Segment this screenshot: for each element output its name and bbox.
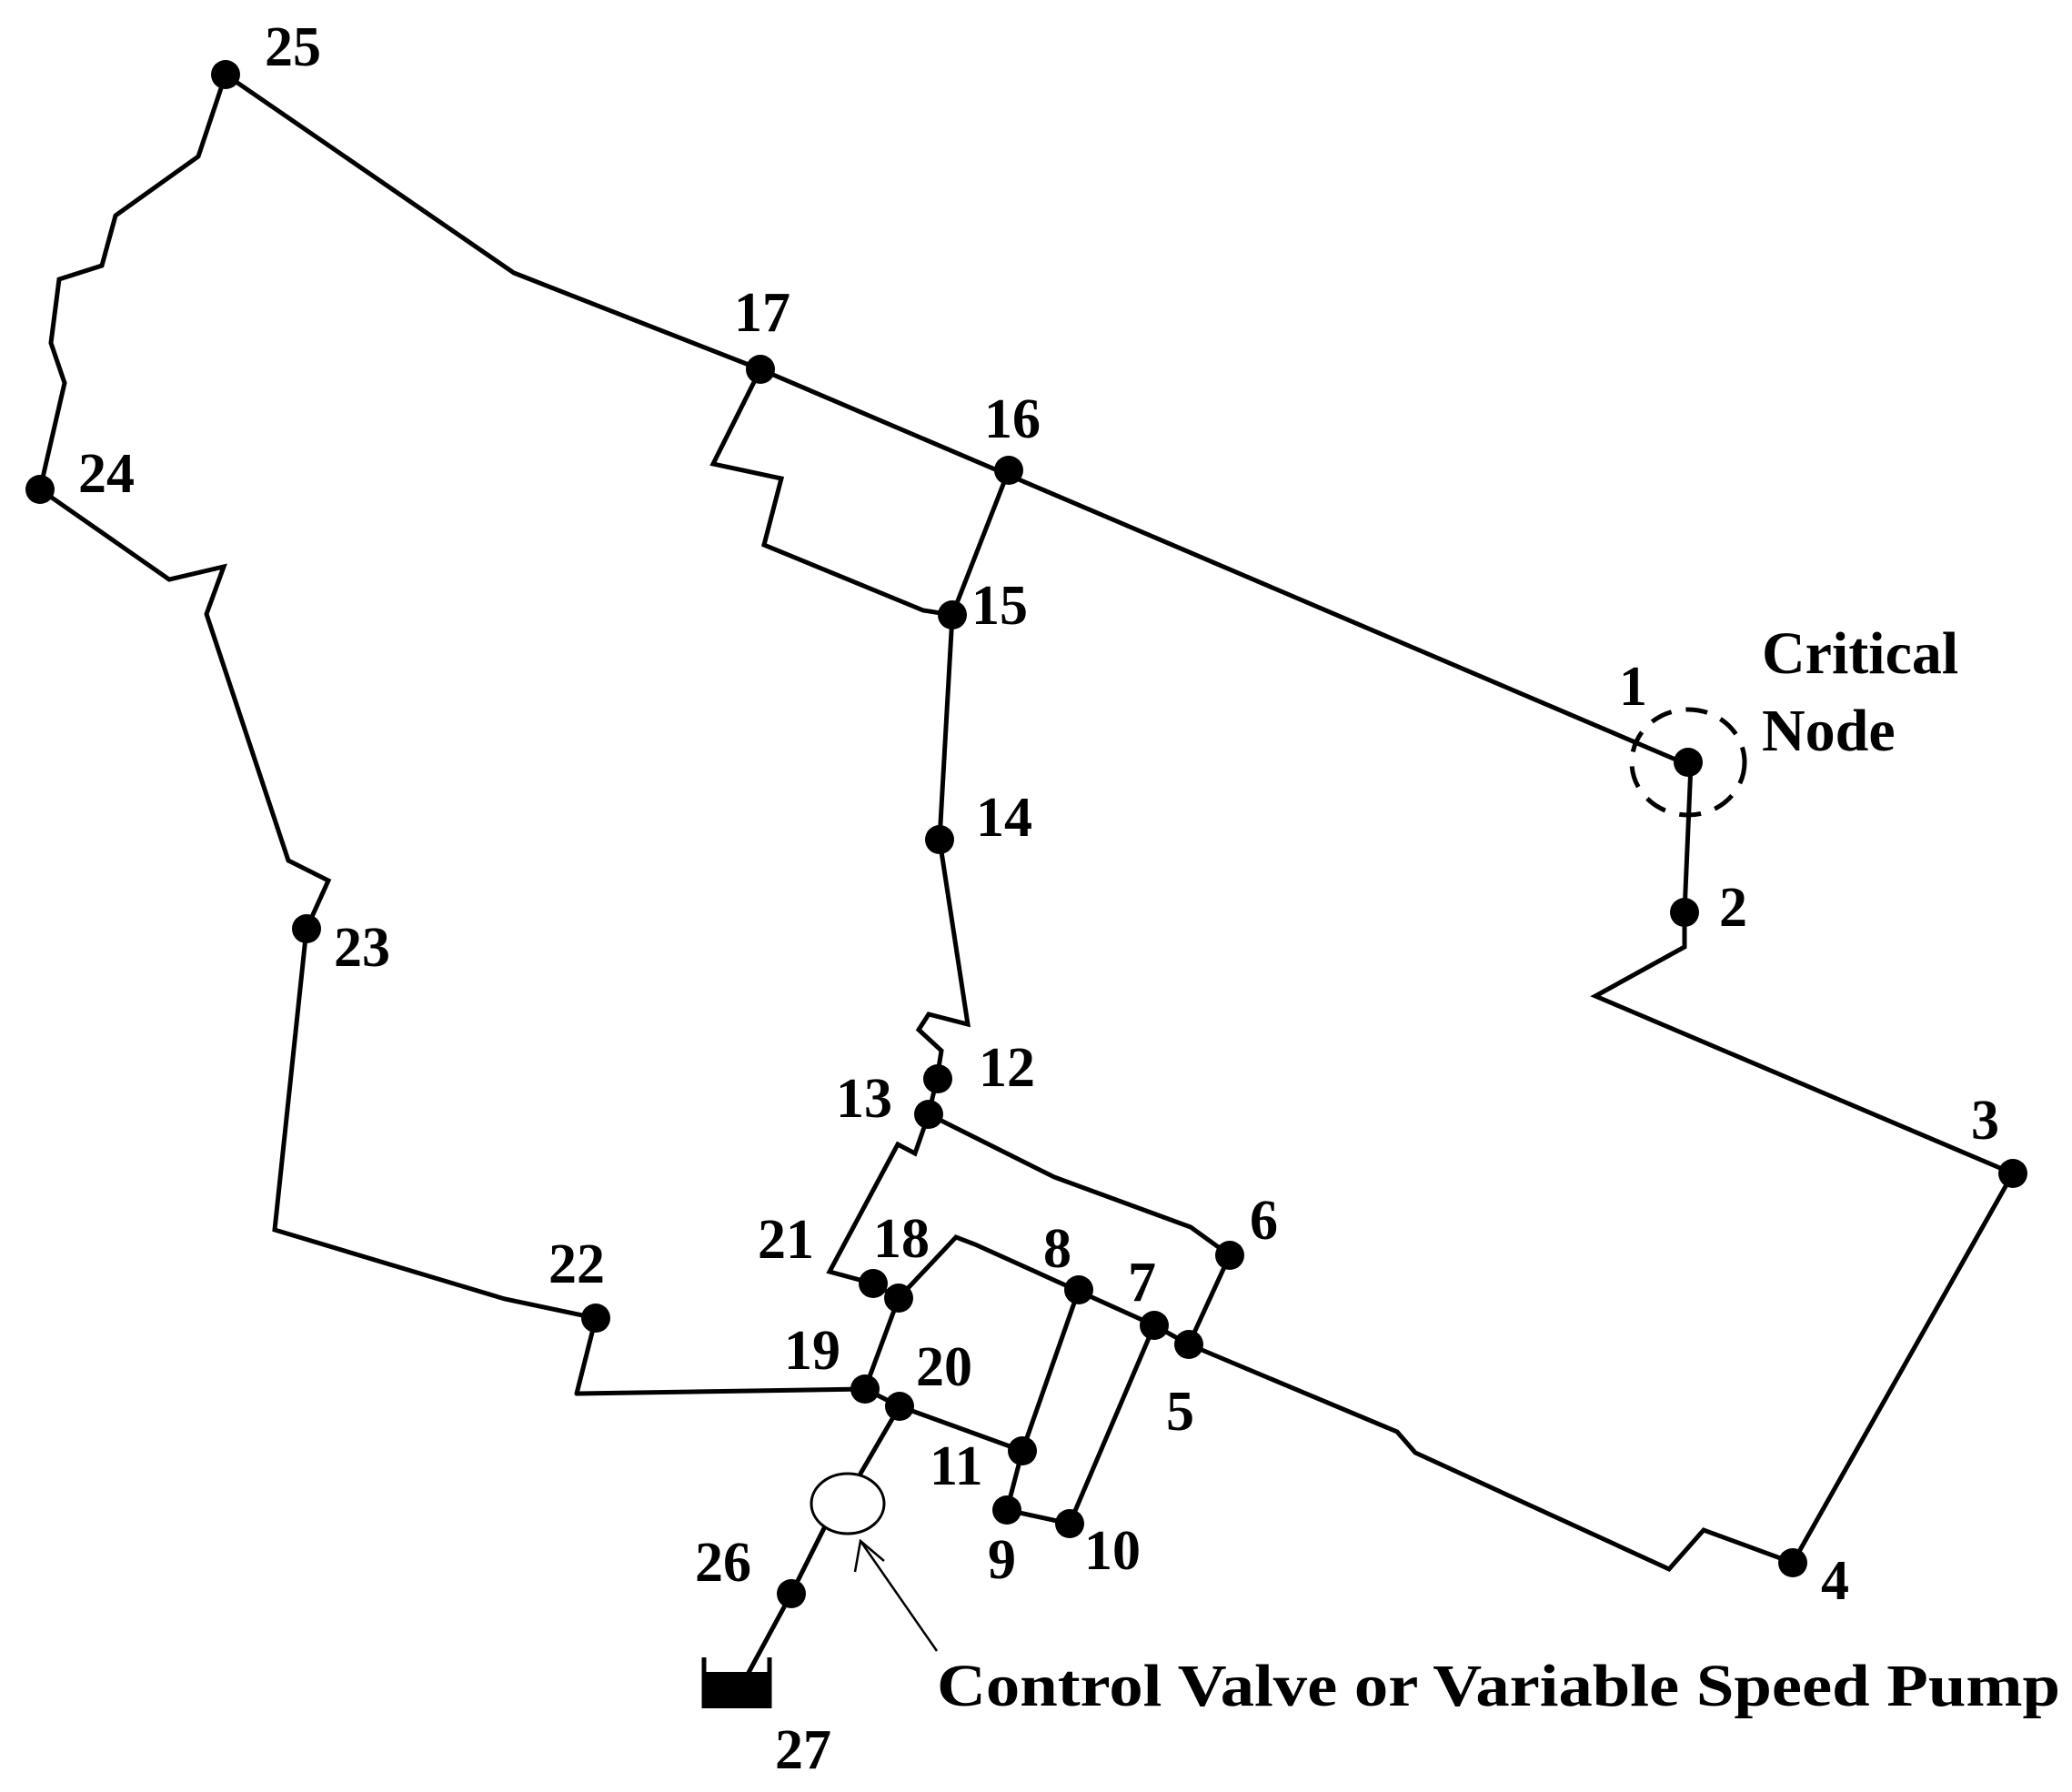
node-15-dot — [938, 600, 967, 629]
pipe-25-17 — [223, 72, 763, 372]
node-16-label: 16 — [984, 388, 1041, 450]
node-4-label: 4 — [1821, 1550, 1849, 1612]
node-13-label: 13 — [836, 1068, 892, 1130]
node-23-dot — [292, 914, 321, 943]
pipe-10-7 — [1067, 1323, 1157, 1526]
node-21-dot — [859, 1269, 888, 1298]
node-22-dot — [581, 1304, 610, 1333]
node-24-dot — [25, 475, 55, 504]
pipe-20-11 — [897, 1404, 1025, 1454]
node-5-label: 5 — [1166, 1381, 1194, 1443]
node-14-label: 14 — [976, 787, 1032, 849]
node-26-label: 26 — [695, 1532, 751, 1594]
node-2-label: 2 — [1719, 877, 1747, 939]
node-11-dot — [1008, 1436, 1037, 1465]
pipe-17-15 — [709, 367, 955, 618]
node-20-dot — [885, 1392, 914, 1421]
pipe-network — [37, 72, 2016, 1684]
node-8-label: 8 — [1043, 1218, 1071, 1280]
pipe-5-4 — [1186, 1342, 1795, 1573]
pipe-18-19 — [862, 1295, 901, 1392]
node-9-dot — [992, 1495, 1021, 1525]
pipe-8-11 — [1020, 1287, 1081, 1454]
node-16-dot — [994, 456, 1023, 485]
node-26-dot — [777, 1579, 806, 1608]
pipe-6-5 — [1186, 1253, 1232, 1347]
pipe-26-27 — [741, 1591, 794, 1684]
node-12-label: 12 — [979, 1037, 1035, 1099]
node-3-label: 3 — [1971, 1090, 1999, 1152]
control-valve-symbol — [810, 1472, 886, 1535]
pipe-16-15 — [950, 468, 1011, 618]
node-25-dot — [211, 60, 240, 89]
node-5-dot — [1174, 1330, 1203, 1359]
critical-node-circle — [1629, 707, 1747, 818]
pipe-13-21 — [826, 1112, 931, 1286]
node-19-label: 19 — [784, 1320, 840, 1382]
node-17-label: 17 — [734, 282, 790, 344]
node-9-label: 9 — [988, 1529, 1016, 1591]
node-12-dot — [923, 1064, 952, 1093]
pipe-17-1 — [758, 367, 1689, 767]
pipe-25-24 — [37, 72, 228, 492]
node-20-label: 20 — [916, 1336, 972, 1398]
pipe-13-6 — [926, 1112, 1232, 1258]
node-6-dot — [1215, 1241, 1244, 1270]
node-22-label: 22 — [548, 1233, 605, 1295]
node-14-dot — [925, 825, 954, 854]
node-4-dot — [1778, 1548, 1807, 1577]
pipe-24-23 — [37, 487, 332, 931]
node-24-label: 24 — [78, 443, 135, 505]
node-3-dot — [1998, 1159, 2027, 1188]
pipe-22-19 — [574, 1386, 868, 1396]
node-7-dot — [1140, 1311, 1169, 1340]
pipe-3-2 — [1590, 910, 2016, 1176]
reservoir-27-symbol — [702, 1672, 771, 1708]
node-1-label: 1 — [1619, 656, 1647, 718]
node-6-label: 6 — [1250, 1190, 1278, 1252]
node-19-dot — [850, 1374, 880, 1404]
control-valve-pointer-head — [853, 1538, 885, 1573]
pipe-4-3 — [1790, 1171, 2016, 1565]
junction-nodes — [25, 60, 2027, 1608]
node-15-label: 15 — [971, 575, 1028, 637]
node-2-dot — [1670, 898, 1699, 927]
node-8-dot — [1064, 1275, 1093, 1304]
pipe-23-22 — [272, 926, 599, 1396]
node-11-label: 11 — [930, 1435, 983, 1497]
pipe-2-1 — [1682, 761, 1694, 915]
node-labels: 1 2 3 4 5 6 7 8 9 10 11 12 13 14 15 16 1… — [78, 16, 1999, 1781]
node-10-dot — [1055, 1509, 1084, 1538]
node-7-label: 7 — [1128, 1252, 1156, 1314]
node-17-dot — [746, 355, 775, 384]
node-25-label: 25 — [265, 16, 321, 78]
node-1-dot — [1674, 748, 1703, 777]
critical-node-label-line2: Node — [1762, 698, 1896, 764]
critical-node-label-line1: Critical — [1762, 620, 1958, 687]
node-21-label: 21 — [758, 1209, 814, 1271]
node-27-label: 27 — [775, 1719, 831, 1781]
node-18-label: 18 — [873, 1208, 930, 1270]
control-valve-pointer — [859, 1540, 939, 1652]
node-13-dot — [914, 1100, 943, 1129]
node-10-label: 10 — [1084, 1520, 1141, 1582]
node-23-label: 23 — [334, 917, 390, 979]
control-valve-label: Control Valve or Variable Speed Pump — [937, 1653, 2060, 1719]
node-18-dot — [884, 1284, 913, 1313]
